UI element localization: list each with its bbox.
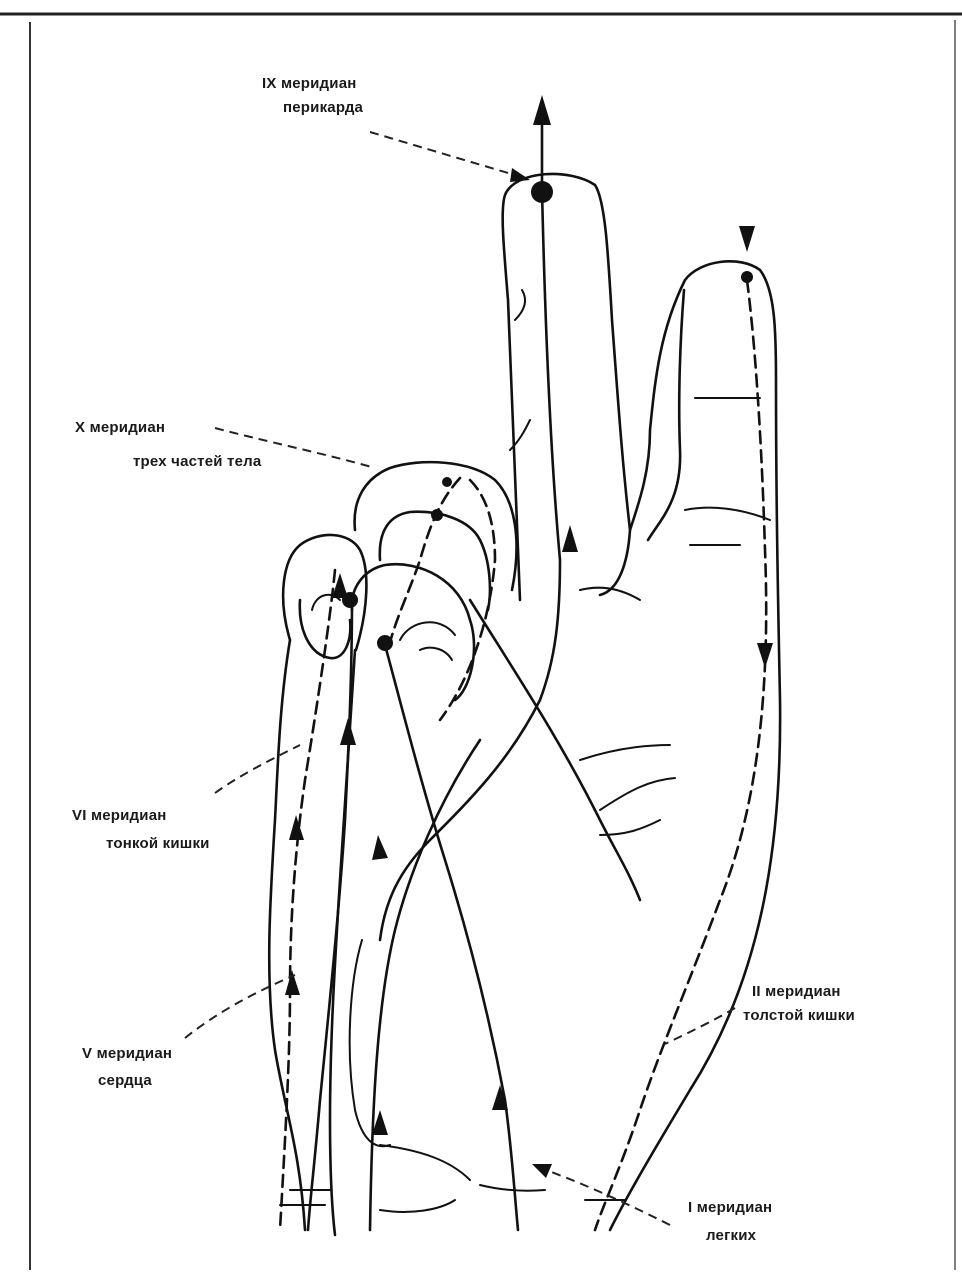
label-meridian-ii: II меридиан толстой кишки xyxy=(743,983,855,1024)
meridian-ii-line xyxy=(595,226,773,1230)
label-meridian-v: V меридиан сердца xyxy=(82,1045,172,1089)
label-x-line1: X меридиан xyxy=(75,419,165,436)
label-ix-line2: перикарда xyxy=(283,99,364,116)
hand-outline xyxy=(269,174,780,1235)
label-ii-line1: II меридиан xyxy=(752,983,841,1000)
label-meridian-vi: VI меридиан тонкой кишки xyxy=(72,807,210,852)
meridian-x-line xyxy=(388,477,640,900)
label-vi-line1: VI меридиан xyxy=(72,807,167,824)
meridian-ix-line xyxy=(380,95,578,940)
label-meridian-i: I меридиан легких xyxy=(688,1199,772,1244)
label-v-line2: сердца xyxy=(98,1072,152,1089)
meridian-i-line xyxy=(370,635,518,1230)
label-i-line1: I меридиан xyxy=(688,1199,772,1216)
label-meridian-x: X меридиан трех частей тела xyxy=(75,419,262,470)
label-vi-line2: тонкой кишки xyxy=(106,835,210,852)
label-x-line2: трех частей тела xyxy=(133,453,262,470)
label-ii-line2: толстой кишки xyxy=(743,1007,855,1024)
label-i-line2: легких xyxy=(706,1227,757,1244)
leader-lines xyxy=(185,132,735,1225)
label-meridian-ix: IX меридиан перикарда xyxy=(262,75,364,116)
meridian-vi-line xyxy=(280,570,335,1230)
meridian-v-line xyxy=(308,573,358,1230)
label-ix-line1: IX меридиан xyxy=(262,75,357,92)
label-v-line1: V меридиан xyxy=(82,1045,172,1062)
